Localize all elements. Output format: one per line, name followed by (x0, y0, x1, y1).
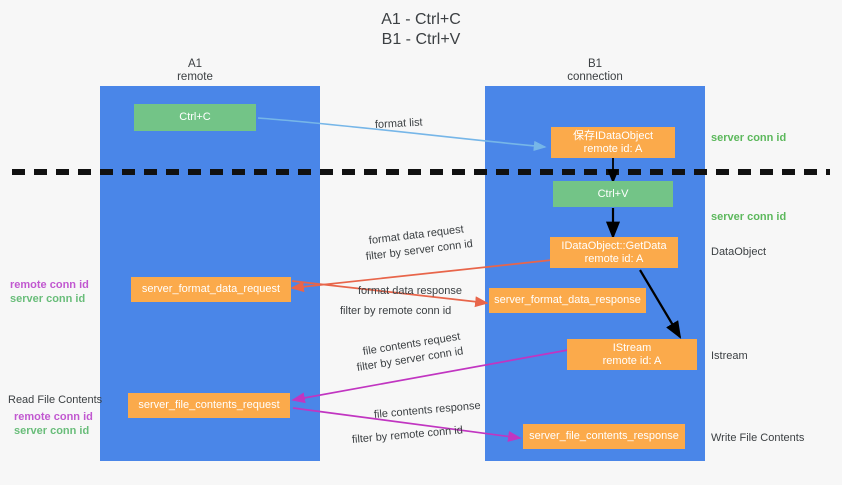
box-idataobject-getdata-line2: remote id: A (584, 252, 644, 265)
left-label-read-file-contents: Read File Contents (8, 394, 103, 406)
left-label-remote-conn-id: remote conn id (10, 279, 89, 291)
edge-label-format-data-response: format data response (358, 285, 462, 297)
box-idataobject-getdata-line1: IDataObject::GetData (561, 239, 667, 252)
page-title: A1 - Ctrl+C B1 - Ctrl+V (0, 10, 842, 50)
column-a1-name: A1 (187, 58, 203, 70)
edge-label-file-contents-response: file contents response (373, 399, 482, 421)
box-istream-line2: remote id: A (602, 354, 662, 367)
column-a1-sub: remote (177, 71, 213, 83)
box-server-file-contents-request[interactable]: server_file_contents_request (128, 393, 290, 418)
left-label-read-file-contents-group: Read File Contents remote conn id server… (8, 393, 102, 438)
right-label-dataobject: DataObject (711, 246, 767, 258)
box-ctrl-v-label: Ctrl+V (597, 187, 629, 200)
box-server-file-contents-request-label: server_file_contents_request (138, 399, 280, 411)
box-save-idataobject-line2: remote id: A (583, 142, 643, 155)
box-server-format-data-response-label: server_format_data_response (494, 294, 641, 306)
column-header-a1: A1 remote (105, 58, 285, 84)
box-ctrl-v[interactable]: Ctrl+V (553, 181, 673, 207)
right-label-server-conn-id-top: server conn id (711, 132, 787, 144)
edge-label-file-contents-response-filter: filter by remote conn id (351, 424, 463, 447)
box-server-format-data-request-label: server_format_data_request (141, 283, 281, 295)
left-label-server-conn-id: server conn id (10, 293, 86, 305)
box-ctrl-c-label: Ctrl+C (179, 111, 211, 123)
filter-by-text: filter by (340, 305, 376, 317)
remote-conn-id-text: remote conn id (389, 424, 464, 443)
box-server-file-contents-response-label: server_file_contents_response (529, 430, 679, 442)
box-save-idataobject[interactable]: 保存IDataObject remote id: A (551, 127, 675, 158)
edge-label-format-data-response-filter: filter by remote conn id (340, 305, 451, 318)
left-label-conn-ids-top: remote conn id server conn id (10, 278, 89, 306)
box-server-format-data-request[interactable]: server_format_data_request (131, 277, 291, 302)
right-label-write-file-contents: Write File Contents (711, 432, 805, 444)
right-label-server-conn-id-mid: server conn id (711, 211, 787, 223)
title-line-2: B1 - Ctrl+V (381, 31, 461, 48)
filter-by-text: filter by (351, 430, 388, 446)
box-idataobject-getdata[interactable]: IDataObject::GetData remote id: A (550, 237, 678, 268)
box-istream-line1: IStream (612, 341, 652, 354)
right-label-istream: Istream (711, 350, 748, 362)
box-server-format-data-response[interactable]: server_format_data_response (489, 288, 646, 313)
box-server-file-contents-response[interactable]: server_file_contents_response (523, 424, 685, 449)
box-ctrl-c[interactable]: Ctrl+C (134, 104, 256, 131)
box-save-idataobject-line1: 保存IDataObject (572, 129, 654, 142)
filter-by-text: filter by (355, 356, 393, 374)
title-line-1: A1 - Ctrl+C (381, 11, 461, 28)
edge-label-format-list: format list (374, 116, 423, 131)
column-b1-sub: connection (567, 71, 623, 83)
column-header-b1: B1 connection (505, 58, 685, 84)
left-label-server-conn-id: server conn id (14, 425, 90, 437)
column-b1-name: B1 (587, 58, 603, 70)
left-label-remote-conn-id: remote conn id (14, 411, 93, 423)
filter-by-text: filter by (365, 246, 402, 263)
box-istream[interactable]: IStream remote id: A (567, 339, 697, 370)
remote-conn-id-text: remote conn id (378, 305, 452, 317)
